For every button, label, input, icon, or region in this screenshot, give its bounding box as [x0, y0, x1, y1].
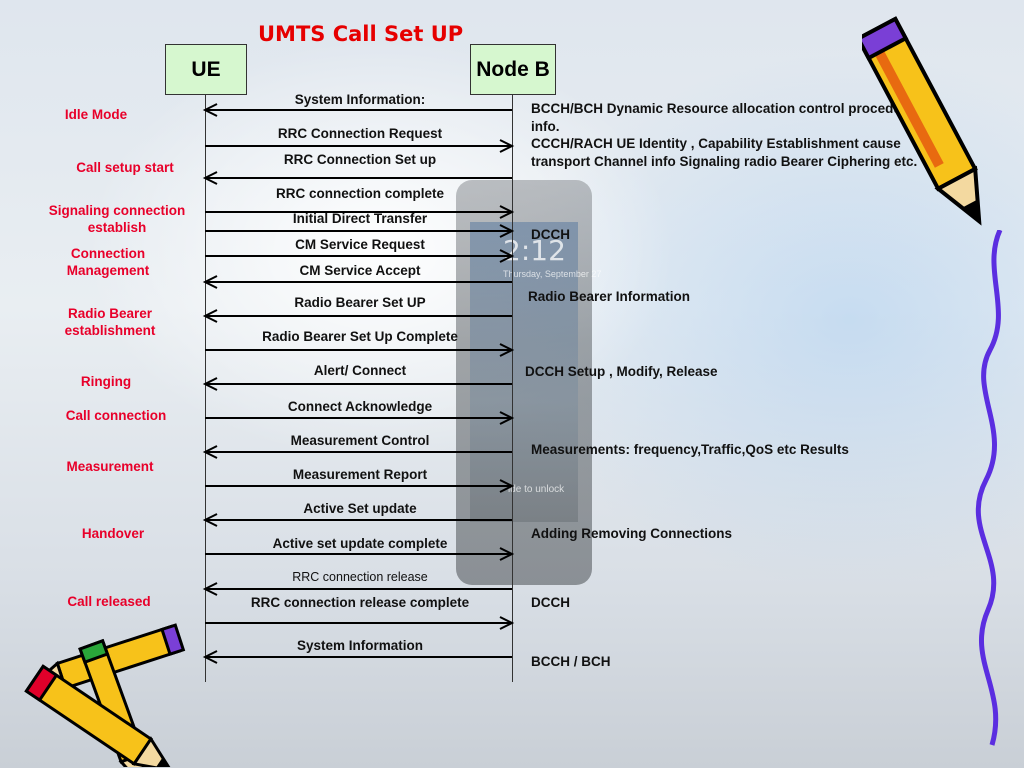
state-label: Handover	[81, 526, 145, 541]
nodeb-box: Node B	[470, 44, 556, 95]
message-arrowhead-right	[499, 205, 515, 219]
message-label: System Information	[296, 638, 424, 653]
phone-slide-text: ide to unlock	[508, 484, 565, 495]
pencil-clipart-bottom-left	[24, 623, 186, 767]
message-arrowhead-right	[499, 249, 515, 263]
nodeb-label: Node B	[476, 57, 550, 81]
message-label: Radio Bearer Set Up Complete	[262, 329, 458, 344]
message-arrowhead-right	[499, 616, 515, 630]
message-arrowhead-right	[499, 343, 515, 357]
state-label: Call released	[67, 594, 151, 609]
channel-note: Adding Removing Connections	[531, 526, 732, 541]
ue-box: UE	[165, 44, 247, 95]
message-label: RRC Connection Request	[277, 126, 443, 141]
ue-label: UE	[191, 57, 221, 81]
pencil-clipart-top-right	[862, 16, 982, 226]
message-arrowhead-right	[499, 479, 515, 493]
message-arrowhead-right	[499, 411, 515, 425]
message-label: RRC connection complete	[275, 186, 445, 201]
message-label: RRC Connection Set up	[283, 152, 437, 167]
channel-note: BCCH / BCH	[531, 654, 611, 669]
channel-note: DCCH	[531, 595, 570, 610]
message-label: Initial Direct Transfer	[292, 211, 428, 226]
state-label: Ringing	[80, 374, 132, 389]
ue-lifeline	[205, 94, 206, 682]
state-label: Signaling connection establish	[48, 203, 186, 235]
message-label: Active Set update	[303, 501, 417, 516]
message-arrowhead-left	[202, 650, 218, 664]
message-label: Alert/ Connect	[313, 363, 407, 378]
message-arrowhead-left	[202, 309, 218, 323]
message-label: Active set update complete	[272, 536, 448, 551]
message-label: Connect Acknowledge	[287, 399, 433, 414]
message-arrowhead-right	[499, 139, 515, 153]
message-arrowhead-right	[499, 547, 515, 561]
channel-note: Measurements: frequency,Traffic,QoS etc …	[531, 442, 849, 457]
message-arrowhead-right	[499, 224, 515, 238]
channel-note: Radio Bearer Information	[528, 289, 691, 304]
phone-clock: 2:12	[503, 234, 566, 267]
message-label: Measurement Report	[292, 467, 428, 482]
message-arrowhead-left	[202, 171, 218, 185]
message-label: RRC connection release	[292, 570, 428, 584]
phone-screen	[470, 222, 578, 522]
state-label: Radio Bearer establishment	[64, 306, 156, 338]
state-label: Idle Mode	[64, 107, 128, 122]
message-arrowhead-left	[202, 103, 218, 117]
message-arrowhead-left	[202, 275, 218, 289]
message-arrowhead-left	[202, 377, 218, 391]
state-label: Call setup start	[76, 160, 174, 175]
message-label: CM Service Request	[295, 237, 425, 252]
channel-note: BCCH/BCH Dynamic Resource allocation con…	[531, 101, 918, 169]
state-label: Measurement	[66, 459, 154, 474]
message-label: Measurement Control	[290, 433, 430, 448]
message-arrowhead-left	[202, 445, 218, 459]
nodeb-lifeline	[512, 94, 513, 682]
state-label: Connection Management	[66, 246, 150, 278]
state-label: Call connection	[65, 408, 167, 423]
slide-title: UMTS Call Set UP	[258, 22, 464, 46]
message-label: System Information:	[294, 92, 426, 107]
message-label: RRC connection release complete	[250, 595, 470, 610]
message-arrowhead-left	[202, 582, 218, 596]
channel-note: DCCH	[531, 227, 570, 242]
channel-note: DCCH Setup , Modify, Release	[525, 364, 718, 379]
message-label: CM Service Accept	[299, 263, 421, 278]
purple-scribble	[975, 230, 1003, 746]
message-arrowhead-left	[202, 513, 218, 527]
phone-date: Thursday, September 27	[503, 269, 602, 279]
message-label: Radio Bearer Set UP	[294, 295, 426, 310]
